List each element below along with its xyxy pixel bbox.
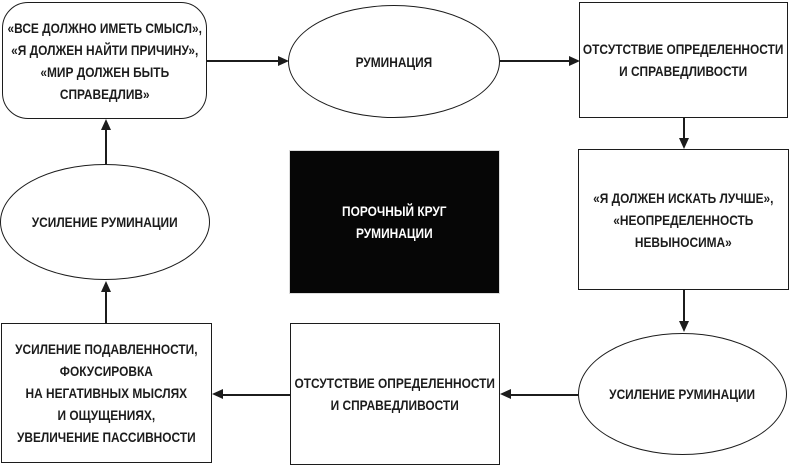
- arrow-line: [683, 290, 685, 322]
- arrow-line: [223, 394, 290, 396]
- arrowhead-left-icon: [212, 389, 223, 399]
- arrowhead-up-icon: [101, 281, 111, 292]
- node-lack-of-certainty-top: ОТСУТСТВИЕ ОПРЕДЕЛЕННОСТИ И СПРАВЕДЛИВОС…: [579, 2, 788, 118]
- arrow-line: [207, 60, 279, 62]
- node-intensified-rumination-left-label: УСИЛЕНИЕ РУМИНАЦИИ: [32, 214, 178, 230]
- node-intensified-rumination-right-label: УСИЛЕНИЕ РУМИНАЦИИ: [609, 386, 756, 402]
- node-beliefs-label: «ВСЕ ДОЛЖНО ИМЕТЬ СМЫСЛ», «Я ДОЛЖЕН НАЙТ…: [7, 19, 202, 102]
- arrowhead-down-icon: [679, 138, 689, 149]
- center-title-label: ПОРОЧНЫЙ КРУГ РУМИНАЦИИ: [342, 203, 447, 241]
- arrow-line: [105, 129, 107, 164]
- arrow-line: [683, 118, 685, 139]
- arrowhead-right-icon: [569, 56, 580, 66]
- node-must-search-better: «Я ДОЛЖЕН ИСКАТЬ ЛУЧШЕ», «НЕОПРЕДЕЛЕННОС…: [578, 149, 789, 290]
- arrowhead-up-icon: [101, 119, 111, 130]
- node-lack-of-certainty-bottom: ОТСУТСТВИЕ ОПРЕДЕЛЕННОСТИ И СПРАВЕДЛИВОС…: [290, 323, 500, 465]
- node-increased-depression: УСИЛЕНИЕ ПОДАВЛЕННОСТИ, ФОКУСИРОВКА НА Н…: [1, 323, 212, 463]
- node-rumination-label: РУМИНАЦИЯ: [355, 53, 433, 70]
- arrowhead-left-icon: [500, 389, 511, 399]
- node-intensified-rumination-left: УСИЛЕНИЕ РУМИНАЦИИ: [0, 164, 210, 280]
- arrow-line: [511, 394, 578, 396]
- node-lack-of-certainty-top-label: ОТСУТСТВИЕ ОПРЕДЕЛЕННОСТИ И СПРАВЕДЛИВОС…: [583, 41, 784, 79]
- arrowhead-down-icon: [679, 321, 689, 332]
- node-increased-depression-label: УСИЛЕНИЕ ПОДАВЛЕННОСТИ, ФОКУСИРОВКА НА Н…: [15, 341, 198, 445]
- node-beliefs: «ВСЕ ДОЛЖНО ИМЕТЬ СМЫСЛ», «Я ДОЛЖЕН НАЙТ…: [2, 2, 207, 119]
- arrow-line: [500, 60, 570, 62]
- node-lack-of-certainty-bottom-label: ОТСУТСТВИЕ ОПРЕДЕЛЕННОСТИ И СПРАВЕДЛИВОС…: [294, 375, 496, 413]
- center-title-box: ПОРОЧНЫЙ КРУГ РУМИНАЦИИ: [289, 150, 500, 294]
- node-rumination: РУМИНАЦИЯ: [288, 5, 500, 118]
- arrowhead-right-icon: [278, 56, 289, 66]
- node-intensified-rumination-right: УСИЛЕНИЕ РУМИНАЦИИ: [578, 333, 787, 455]
- node-must-search-better-label: «Я ДОЛЖЕН ИСКАТЬ ЛУЧШЕ», «НЕОПРЕДЕЛЕННОС…: [593, 189, 774, 250]
- arrow-line: [105, 291, 107, 323]
